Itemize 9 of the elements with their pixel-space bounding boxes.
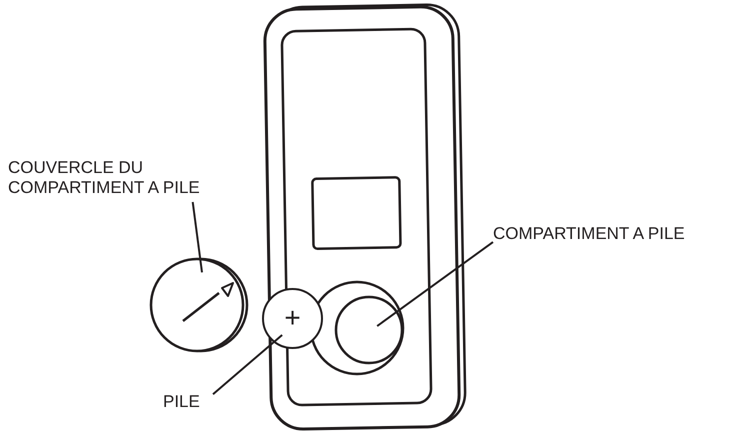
plus-sign: + xyxy=(284,304,301,332)
leader-line xyxy=(192,202,203,272)
battery-cover xyxy=(149,257,249,353)
part-label: COUVERCLE DU COMPARTIMENT A PILE xyxy=(8,158,270,198)
leader-line xyxy=(376,241,494,327)
part-label: PILE xyxy=(163,392,213,412)
part-label: COMPARTIMENT A PILE xyxy=(493,224,747,244)
leader-line xyxy=(212,334,283,395)
battery-compartment xyxy=(309,280,405,376)
